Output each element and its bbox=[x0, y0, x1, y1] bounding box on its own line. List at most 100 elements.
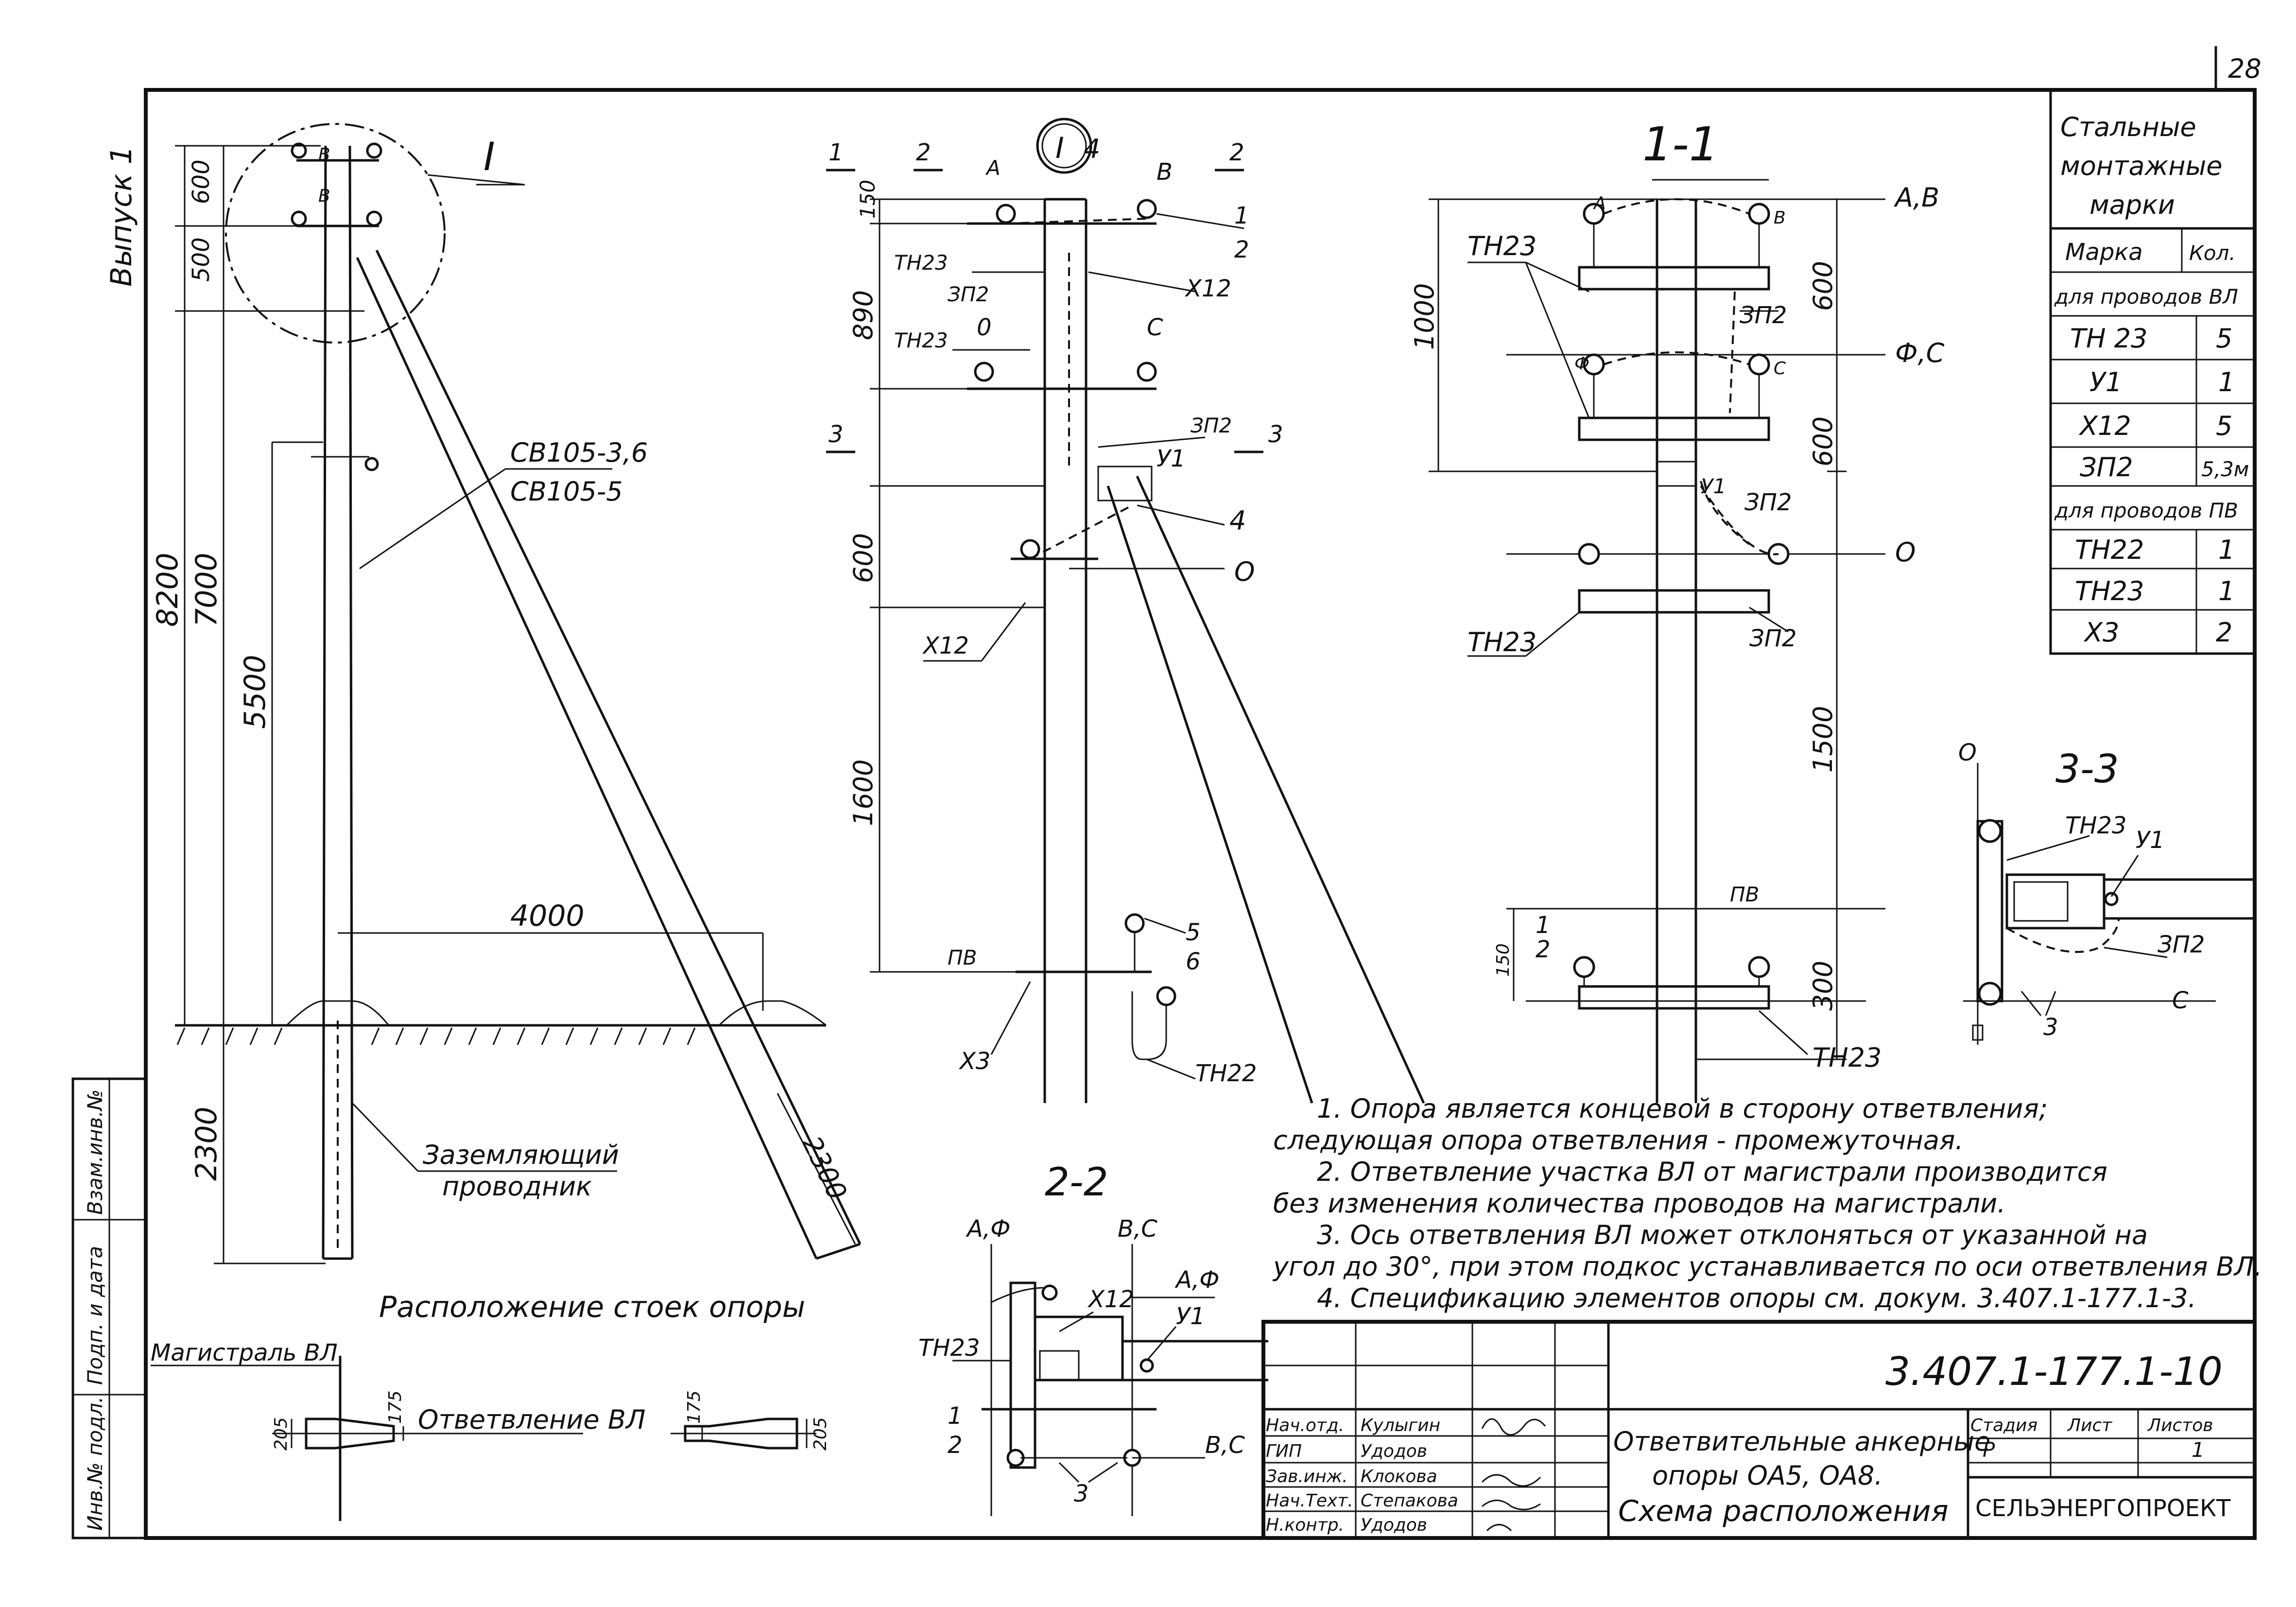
sec11-dim-300: 300 bbox=[1808, 961, 1838, 1011]
sec11-dim-600b: 600 bbox=[1808, 416, 1838, 467]
table-row7-qty: 2 bbox=[2216, 617, 2232, 648]
sec22-label-bc-top: В,С bbox=[1118, 1215, 1157, 1243]
elev-dim-5500: 5500 bbox=[238, 655, 272, 729]
table-group-pv: для проводов ПВ bbox=[2054, 499, 2238, 522]
table-title-2: монтажные bbox=[2060, 151, 2222, 181]
signature-3 bbox=[1481, 1474, 1541, 1487]
detail-label-4: 4 bbox=[1084, 134, 1100, 164]
note-1b: следующая опора ответвления - промежуточ… bbox=[1273, 1125, 1964, 1156]
table-row5-mark: ТН22 bbox=[2075, 535, 2144, 565]
detail-cut-3a: 3 bbox=[829, 421, 844, 448]
notes: 1. Опора является концевой в сторону отв… bbox=[1272, 1093, 2262, 1313]
spec-table: Стальные монтажные марки Марка Кол. для … bbox=[2049, 88, 2256, 655]
table-row6-qty: 1 bbox=[2218, 576, 2235, 606]
detail-label-x3: Х3 bbox=[958, 1048, 990, 1075]
title-name-1: Ответвительные анкерные bbox=[1613, 1426, 1990, 1457]
note-3b: угол до 30°, при этом подкос устанавлива… bbox=[1272, 1251, 2262, 1282]
table-row4-qty: 5,3м bbox=[2201, 457, 2249, 481]
sec11-label-zp2c: ЗП2 bbox=[1749, 625, 1796, 652]
table-row4-mark: ЗП2 bbox=[2080, 452, 2133, 483]
table-row6-mark: ТН23 bbox=[2075, 576, 2144, 606]
title-stage: Р bbox=[1983, 1438, 1995, 1462]
title-sheets-header: Листов bbox=[2147, 1416, 2213, 1435]
sheet-number: 28 bbox=[2228, 53, 2261, 84]
detail-label-zp2: ЗП2 bbox=[948, 282, 989, 306]
sec22-label-1: 1 bbox=[948, 1402, 963, 1430]
detail-label-zp2b: ЗП2 bbox=[1191, 414, 1232, 437]
elev-tiny-label-2: В bbox=[318, 186, 330, 206]
person-2-role: ГИП bbox=[1266, 1441, 1302, 1461]
layout-dim-205b: 205 bbox=[811, 1417, 830, 1451]
table-row7-mark: Х3 bbox=[2083, 617, 2119, 648]
person-1-role: Нач.отд. bbox=[1266, 1416, 1344, 1435]
detail-dim-890: 890 bbox=[848, 290, 879, 340]
detail-cut-2b: 2 bbox=[1229, 139, 1244, 166]
detail-label-y1: У1 bbox=[1157, 445, 1186, 472]
detail-cut-2a: 2 bbox=[916, 139, 931, 166]
sec22-label-af-right: А,Ф bbox=[1174, 1266, 1219, 1294]
elevation-view: В В I 600 500 8200 7000 5500 2300 4000 2… bbox=[151, 123, 862, 1264]
sec11-ins-a: А bbox=[1593, 193, 1606, 213]
sec11-label-th23b: ТН23 bbox=[1467, 627, 1536, 657]
detail-label-4b: 4 bbox=[1229, 505, 1246, 536]
sec11-ins-b: В bbox=[1774, 208, 1786, 228]
person-4-name: Степакова bbox=[1361, 1491, 1458, 1511]
section-1-1: 1-1 bbox=[1409, 117, 1945, 1103]
sec11-dim-1500: 1500 bbox=[1808, 706, 1838, 773]
note-1: 1. Опора является концевой в сторону отв… bbox=[1317, 1093, 2048, 1124]
table-title-1: Стальные bbox=[2060, 112, 2196, 142]
person-5-role: Н.контр. bbox=[1266, 1515, 1344, 1535]
sec11-label-th23c: ТН23 bbox=[1813, 1042, 1882, 1073]
detail-dim-150: 150 bbox=[856, 180, 880, 219]
sec11-ins-f: Ф bbox=[1574, 354, 1589, 374]
layout-caption: Расположение стоек опоры bbox=[379, 1290, 805, 1324]
elev-dim-2300-left: 2300 bbox=[190, 1106, 224, 1181]
detail-label-th23: ТН23 bbox=[894, 251, 948, 275]
sec22-label-af-top: А,Ф bbox=[966, 1215, 1010, 1243]
detail-cut-1: 1 bbox=[829, 139, 844, 166]
detail-label-2: 2 bbox=[1234, 236, 1249, 263]
detail-marker: I bbox=[1055, 131, 1064, 165]
table-row3-qty: 5 bbox=[2216, 411, 2232, 441]
detail-label-th23b: ТН23 bbox=[894, 328, 948, 352]
elev-dim-600: 600 bbox=[188, 159, 215, 204]
person-4-role: Нач.Техт. bbox=[1266, 1491, 1353, 1511]
elev-dim-500: 500 bbox=[188, 237, 215, 282]
detail-label-5: 5 bbox=[1186, 919, 1201, 946]
note-2b: без изменения количества проводов на маг… bbox=[1273, 1188, 2005, 1219]
elev-pole-mark: СВ105-3,6 bbox=[510, 437, 648, 468]
person-1-name: Кулыгин bbox=[1361, 1416, 1440, 1435]
sec11-label-y1: У1 bbox=[1701, 474, 1726, 498]
sec11-label-fc: Ф,С bbox=[1895, 338, 1945, 368]
elev-dim-8200: 8200 bbox=[151, 553, 185, 627]
stand-layout: Расположение стоек опоры Магистраль ВЛ 2… bbox=[151, 1290, 830, 1521]
table-col-qty: Кол. bbox=[2189, 241, 2236, 265]
person-5-name: Удодов bbox=[1361, 1515, 1427, 1535]
section-3-3-title: 3-3 bbox=[2055, 746, 2119, 792]
detail-dim-1600: 1600 bbox=[848, 760, 879, 826]
table-col-mark: Марка bbox=[2065, 239, 2143, 266]
elev-tiny-label-1: В bbox=[318, 145, 330, 165]
section-2-2-title: 2-2 bbox=[1045, 1159, 1108, 1205]
signature-1 bbox=[1481, 1418, 1546, 1436]
table-row1-mark: ТН 23 bbox=[2070, 323, 2147, 354]
detail-label-o: О bbox=[1234, 556, 1255, 587]
sec22-label-th23: ТН23 bbox=[918, 1334, 980, 1362]
table-row3-mark: Х12 bbox=[2078, 411, 2131, 441]
title-name-3: Схема расположения bbox=[1618, 1494, 1949, 1528]
detail-cut-3b: 3 bbox=[1268, 421, 1283, 448]
note-2: 2. Ответвление участка ВЛ от магистрали … bbox=[1317, 1157, 2107, 1187]
sec22-label-y1: У1 bbox=[1176, 1303, 1205, 1330]
sec33-label-th23: ТН23 bbox=[2065, 812, 2127, 839]
detail-label-th22: ТН22 bbox=[1195, 1060, 1257, 1087]
elev-callout: I bbox=[483, 134, 495, 179]
sec11-dim-600a: 600 bbox=[1808, 261, 1838, 311]
stamp-replace: Взам.инв.№ bbox=[83, 1089, 107, 1215]
sec22-label-2: 2 bbox=[948, 1432, 963, 1459]
table-row2-mark: У1 bbox=[2089, 367, 2122, 397]
sec11-label-th23: ТН23 bbox=[1467, 231, 1536, 261]
detail-label-c: С bbox=[1147, 314, 1163, 341]
sec11-dim-1000: 1000 bbox=[1409, 283, 1440, 350]
sec33-label-o: О bbox=[1958, 739, 1977, 766]
